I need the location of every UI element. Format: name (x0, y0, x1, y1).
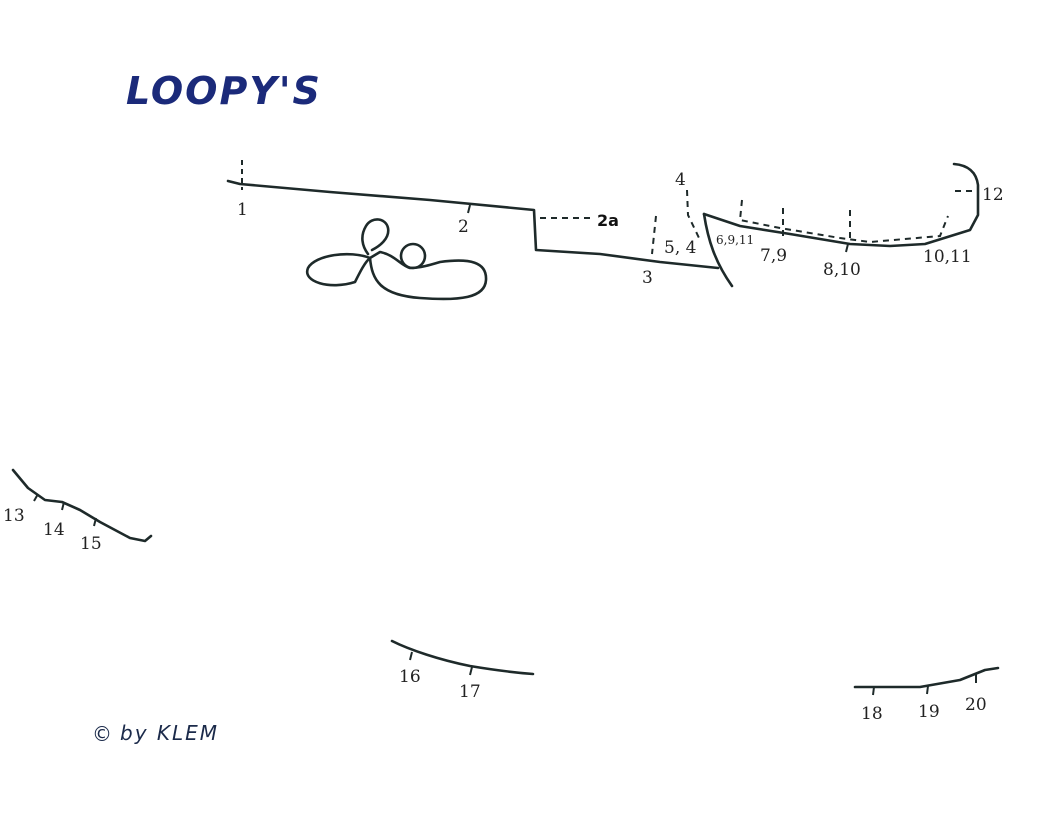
wall-13-15 (11, 468, 153, 543)
label-route-4: 4 (675, 170, 686, 190)
route-6-11-line (738, 199, 949, 244)
wall-line-right (702, 162, 980, 248)
page-title: LOOPY'S (126, 69, 322, 113)
label-route-13: 13 (3, 506, 25, 526)
route-3-line (651, 215, 657, 255)
label-route-20: 20 (965, 695, 987, 715)
label-route-14: 14 (43, 520, 65, 540)
route-2-marker (467, 204, 471, 214)
label-route-6-9-11: 6,9,11 (716, 233, 754, 247)
credit-text: by KLEM (120, 721, 219, 745)
label-route-5-4: 5, 4 (664, 238, 696, 258)
route-19-marker (926, 685, 929, 695)
copyright-symbol: © (92, 722, 114, 746)
route-18-marker (872, 686, 875, 696)
route-15-marker (93, 517, 97, 527)
boulder-round (399, 242, 427, 270)
label-route-10-11: 10,11 (923, 247, 972, 267)
label-route-1: 1 (237, 200, 248, 220)
route-14-marker (61, 501, 65, 511)
boulder-knob (361, 218, 390, 256)
label-route-19: 19 (918, 702, 940, 722)
label-route-3: 3 (642, 268, 653, 288)
route-13-marker (33, 493, 39, 502)
label-route-17: 17 (459, 682, 481, 702)
label-route-2: 2 (458, 217, 469, 237)
wall-18-20 (853, 666, 1000, 689)
label-route-15: 15 (80, 534, 102, 554)
wall-line-left (226, 179, 720, 270)
route-8-10-marker (845, 243, 849, 253)
label-route-7-9: 7,9 (760, 246, 787, 266)
arete-line (702, 212, 734, 288)
route-17-marker (469, 666, 473, 676)
route-4-line (686, 189, 701, 241)
label-route-18: 18 (861, 704, 883, 724)
label-route-16: 16 (399, 667, 421, 687)
label-route-2a: 2a (597, 211, 619, 230)
boulder-outline (305, 250, 488, 301)
label-route-12: 12 (982, 185, 1004, 205)
wall-16-17 (390, 639, 535, 676)
label-route-8-10: 8,10 (823, 260, 861, 280)
route-16-marker (409, 651, 413, 661)
